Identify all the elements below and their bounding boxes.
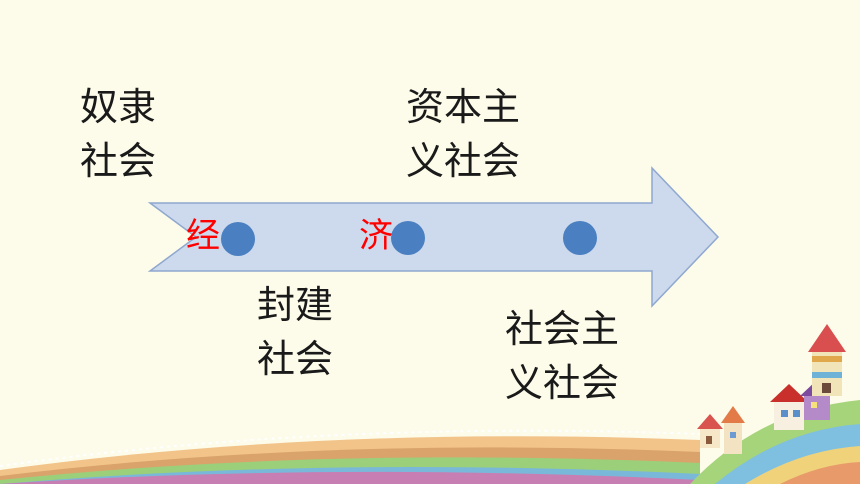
stage-label-line: 义社会 <box>505 361 620 405</box>
stage-label-line: 资本主 <box>406 85 521 129</box>
stripe-purple <box>0 471 700 484</box>
stage-label-socialist: 社会主 义社会 <box>505 302 619 410</box>
stage-label-line: 义社会 <box>406 139 521 183</box>
hill-orange <box>780 462 860 484</box>
house-tall-tower <box>808 324 846 396</box>
timeline-dot-1 <box>221 222 255 256</box>
timeline-arrow <box>147 166 720 308</box>
timeline-dot-2 <box>391 221 425 255</box>
house-tower-mid <box>721 406 745 454</box>
stage-label-line: 奴隶 <box>80 85 157 129</box>
stage-label-feudal: 封建 社会 <box>257 278 333 386</box>
overlay-char-2: 济 <box>359 216 393 256</box>
house-red-roof <box>770 384 808 430</box>
stage-label-slavery: 奴隶 社会 <box>80 80 156 188</box>
stage-label-line: 封建 <box>257 283 334 327</box>
stage-label-line: 社会主 <box>505 307 620 351</box>
timeline-dot-3 <box>563 221 597 255</box>
stage-label-capitalist: 资本主 义社会 <box>406 80 520 188</box>
house-small-left <box>697 414 723 448</box>
overlay-char-1: 经 <box>186 216 220 256</box>
stage-label-line: 社会 <box>257 337 334 381</box>
stage-label-line: 社会 <box>80 139 157 183</box>
